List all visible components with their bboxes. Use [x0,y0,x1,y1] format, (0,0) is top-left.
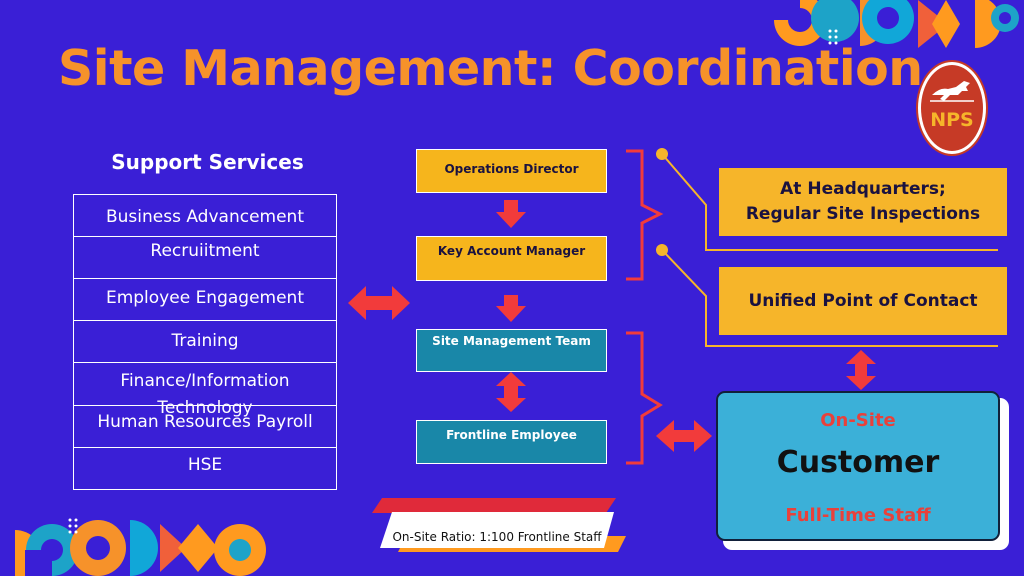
logo-text: NPS [930,109,974,131]
brace-lower [626,331,663,465]
role-frontline-employee: Frontline Employee [416,420,607,464]
service-item-finance-it: Finance/Information [120,371,290,391]
service-divider [73,236,337,237]
service-divider [73,278,337,279]
service-item-recruitment: Recruiitment [150,241,260,261]
callout-unified-contact: Unified Point of Contact [719,267,1007,335]
service-divider [73,362,337,363]
service-item-business-advancement: Business Advancement [105,207,304,227]
service-divider [73,320,337,321]
support-services-heading: Support Services [111,150,304,174]
horse-icon [930,81,974,102]
service-divider [73,447,337,448]
nps-logo: NPS [918,62,986,154]
arrow-both-site-team-frontline [496,372,526,412]
role-operations-director: Operations Director [416,149,607,193]
connector-dot-lower [656,244,668,256]
role-key-account-manager: Key Account Manager [416,236,607,281]
ratio-banner [372,498,626,552]
service-divider [73,405,337,406]
callout-headquarters-line2: Regular Site Inspections [745,204,981,224]
support-services-box [73,194,337,490]
on-site-ratio-label: On-Site Ratio: 1:100 Frontline Staff [392,530,602,544]
page-title: Site Management: Coordination [58,40,923,97]
customer-on-site-label: On-Site [820,410,896,431]
double-arrow-contact-to-customer [846,350,876,390]
role-site-management-team: Site Management Team [416,329,607,372]
connector-lines [661,153,998,347]
service-item-hse: HSE [187,455,223,475]
service-item-employee-engagement: Employee Engagement [105,288,305,308]
callout-headquarters: At Headquarters; Regular Site Inspection… [719,168,1007,236]
callout-headquarters-line1: At Headquarters; [780,179,946,200]
customer-box: On-Site Customer Full-Time Staff [716,391,1000,541]
decor-shapes-top [773,0,1019,48]
customer-label: Customer [776,445,940,480]
service-item-hr-payroll: Human Resources Payroll [97,412,313,432]
role-flow-arrows [496,200,526,412]
double-arrow-chain-to-customer [656,420,712,452]
arrow-down-manager-to-site-team [496,295,526,322]
arrow-down-director-to-manager [496,200,526,228]
double-arrow-support-to-chain [348,286,410,320]
service-item-training: Training [171,331,239,351]
customer-staff-label: Full-Time Staff [785,505,931,526]
connector-dot-upper [656,148,668,160]
service-item-technology: Technology [157,398,253,418]
brace-upper [626,149,664,281]
decor-shapes-bottom [15,518,266,576]
